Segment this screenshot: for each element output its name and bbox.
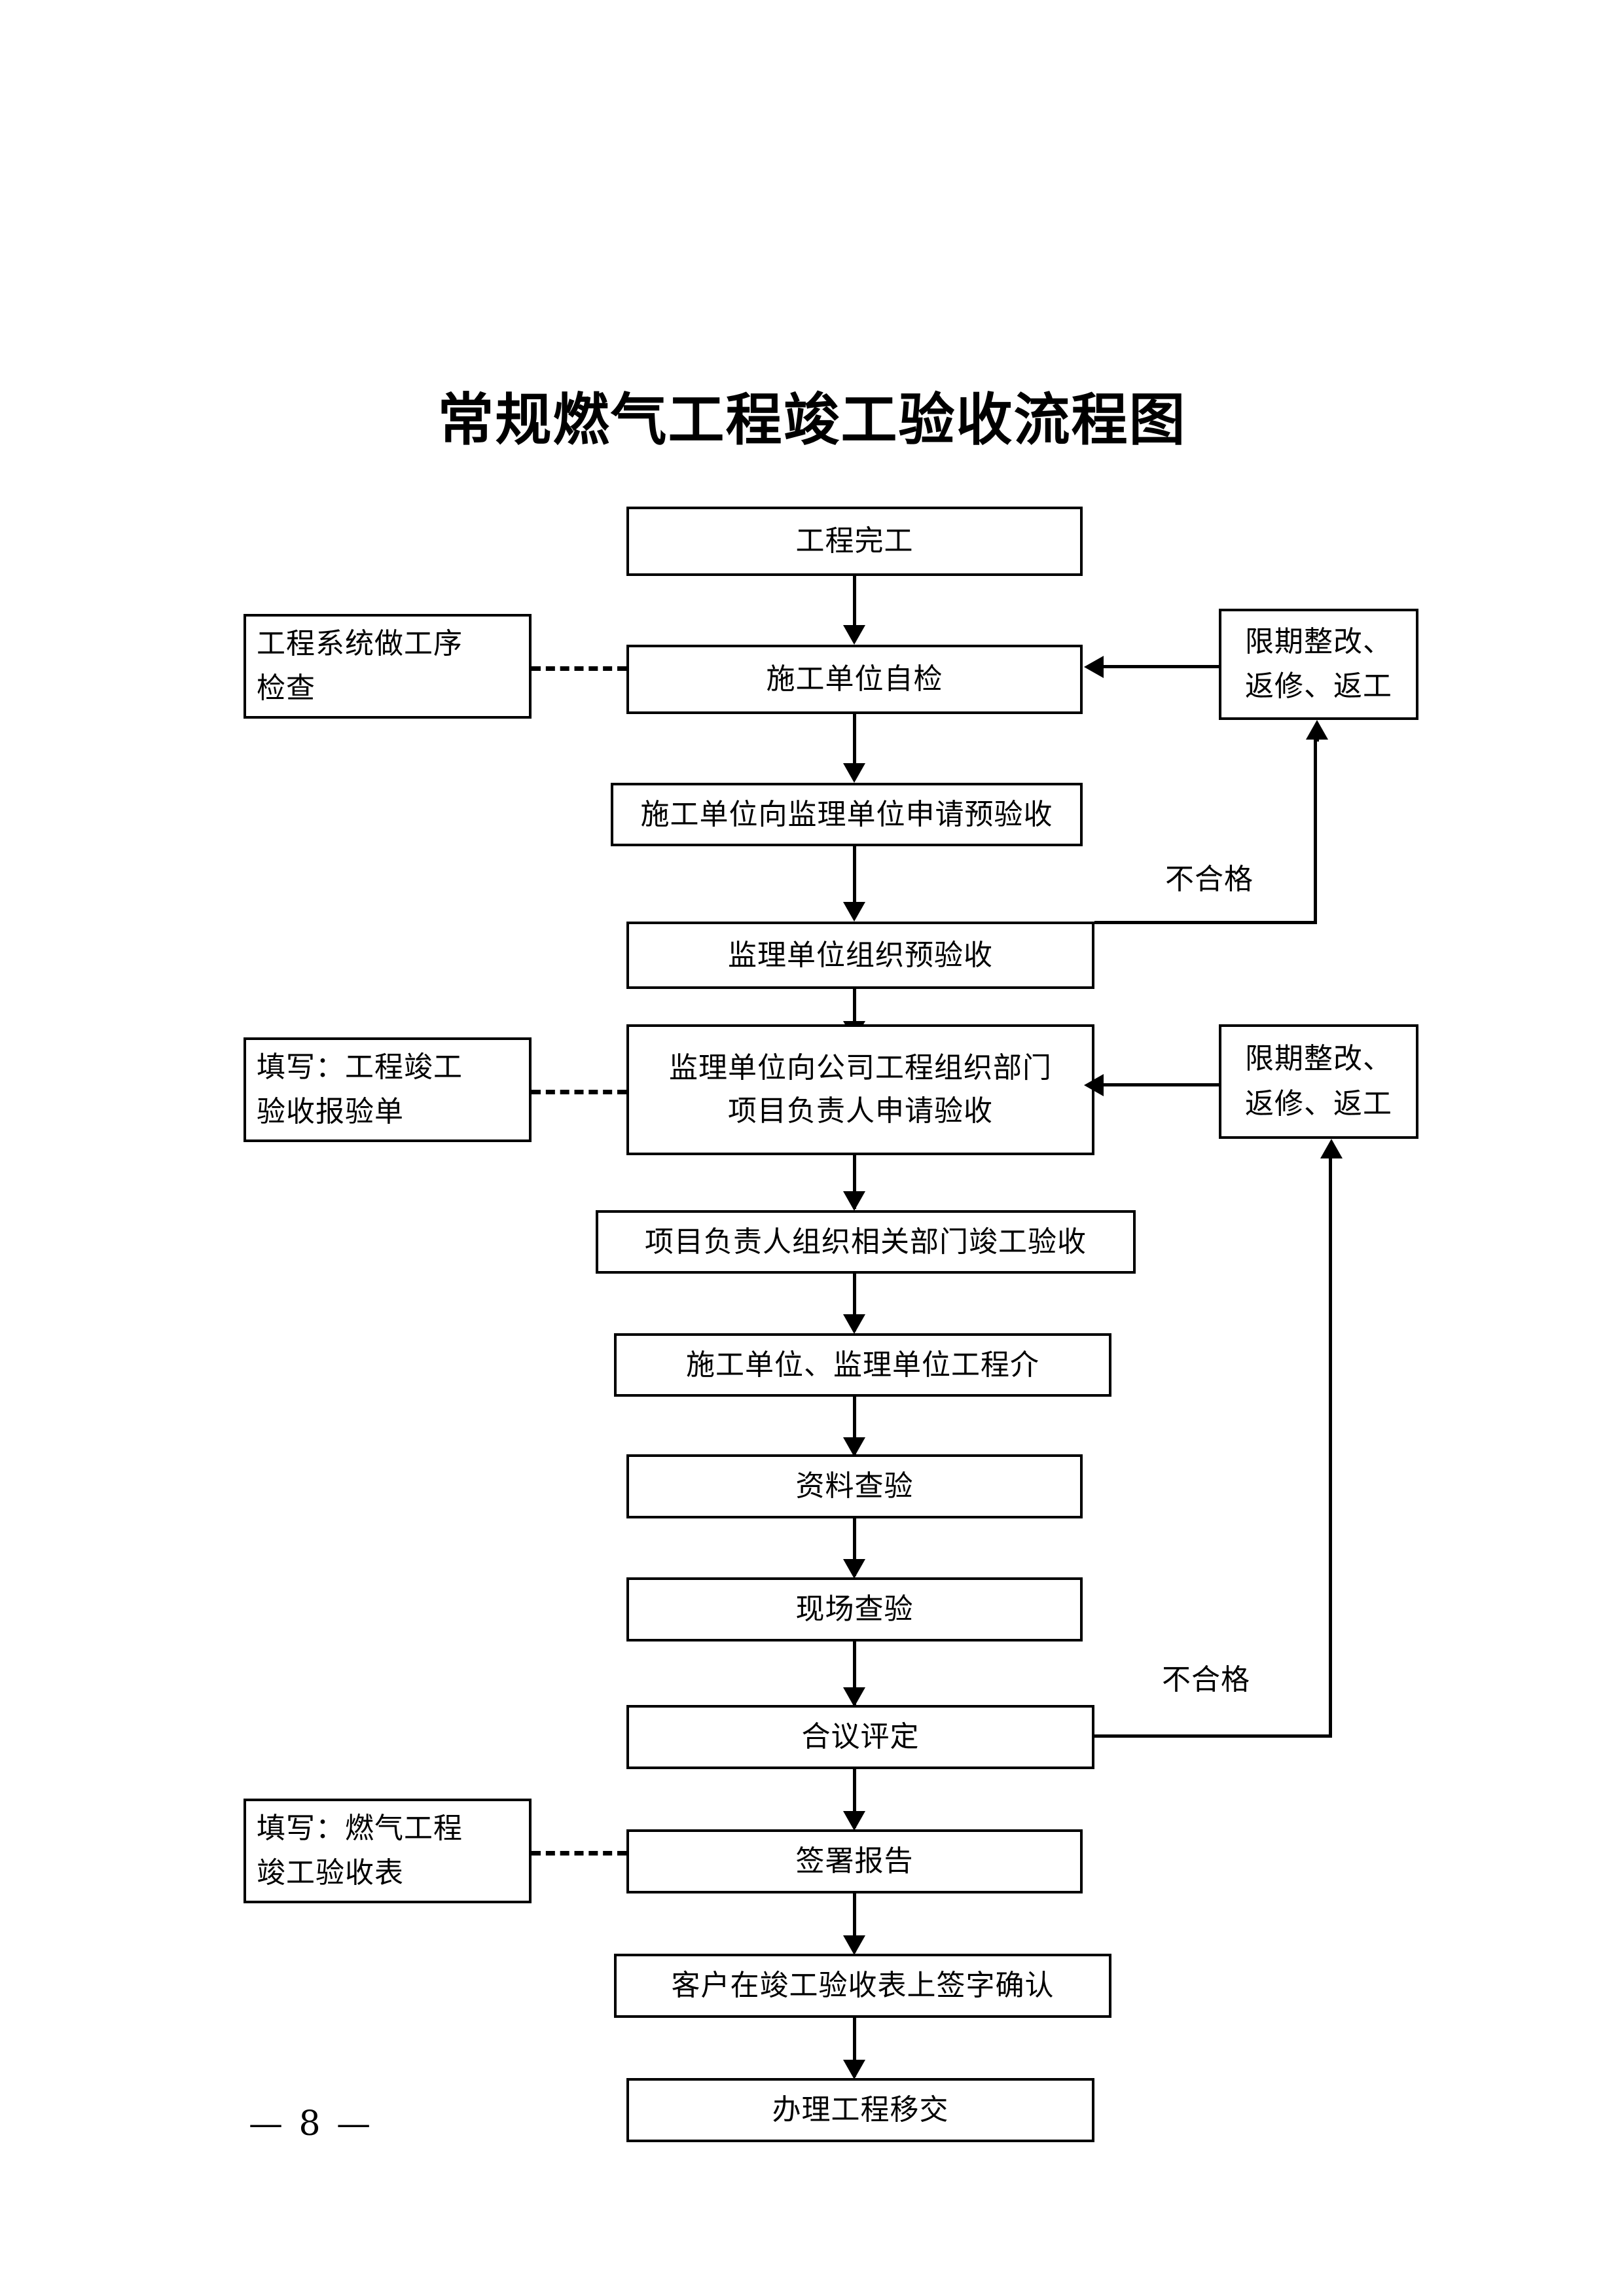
note-rework-lower[interactable]: 限期整改、 返修、返工 — [1219, 1024, 1418, 1139]
arrow-up-icon — [1320, 1139, 1343, 1158]
dashed-connector-ln2-n5 — [532, 1090, 626, 1094]
connector-n4-loop-horizontal — [1094, 921, 1317, 924]
edge-label-unqualified-upper: 不合格 — [1165, 863, 1254, 896]
connector-rn2-n5 — [1104, 1083, 1219, 1086]
connector-rn1-n2 — [1104, 665, 1219, 668]
connector-n2-n3 — [853, 714, 856, 768]
flow-node-label: 工程完工 — [795, 524, 914, 558]
arrow-down-icon — [843, 1314, 865, 1334]
arrow-down-icon — [843, 1191, 865, 1211]
connector-n3-n4 — [853, 846, 856, 906]
note-process-inspection[interactable]: 工程系统做工序 检查 — [244, 614, 532, 719]
connector-n4-loop-vertical — [1314, 740, 1317, 923]
connector-n9-n10 — [853, 1641, 856, 1705]
page-number: — 8 — — [249, 2104, 374, 2144]
flow-node-document-review[interactable]: 资料查验 — [626, 1454, 1083, 1518]
flow-node-supervisor-apply-acceptance[interactable]: 监理单位向公司工程组织部门 项目负责人申请验收 — [626, 1024, 1094, 1155]
arrow-down-icon — [843, 763, 865, 783]
flow-node-contractor-self-inspection[interactable]: 施工单位自检 — [626, 645, 1083, 714]
arrow-down-icon — [843, 1935, 865, 1955]
flow-node-manager-organizes-acceptance[interactable]: 项目负责人组织相关部门竣工验收 — [596, 1210, 1136, 1274]
connector-n5-n6 — [853, 1155, 856, 1209]
arrow-left-icon — [1084, 656, 1104, 678]
flow-node-customer-signature[interactable]: 客户在竣工验收表上签字确认 — [614, 1954, 1111, 2018]
arrow-down-icon — [843, 1437, 865, 1457]
note-acceptance-application-form[interactable]: 填写：工程竣工 验收报验单 — [244, 1037, 532, 1142]
note-label: 限期整改、 返修、返工 — [1245, 624, 1392, 703]
connector-n4-loop-top — [1314, 738, 1319, 742]
flow-node-project-completion[interactable]: 工程完工 — [626, 507, 1083, 576]
arrow-down-icon — [843, 1559, 865, 1579]
flow-node-apply-pre-acceptance[interactable]: 施工单位向监理单位申请预验收 — [611, 783, 1083, 846]
flow-node-project-handover[interactable]: 办理工程移交 — [626, 2078, 1094, 2142]
connector-n1-n2 — [853, 576, 856, 630]
flow-node-label: 项目负责人组织相关部门竣工验收 — [645, 1225, 1087, 1259]
connector-n8-n9 — [853, 1518, 856, 1576]
flow-node-label: 监理单位组织预验收 — [728, 938, 993, 972]
note-label: 填写：燃气工程 竣工验收表 — [257, 1811, 463, 1890]
connector-n12-n13 — [853, 2018, 856, 2077]
flow-node-label: 现场查验 — [795, 1592, 914, 1626]
edge-label-unqualified-lower: 不合格 — [1162, 1663, 1250, 1696]
arrow-down-icon — [843, 625, 865, 645]
connector-n7-n8 — [853, 1397, 856, 1454]
flow-node-project-introduction[interactable]: 施工单位、监理单位工程介 — [614, 1333, 1111, 1397]
flow-node-label: 资料查验 — [795, 1469, 914, 1503]
arrow-left-icon — [1084, 1074, 1104, 1096]
dashed-connector-ln3-n11 — [532, 1851, 626, 1856]
flow-node-site-inspection[interactable]: 现场查验 — [626, 1577, 1083, 1641]
flow-node-label: 施工单位、监理单位工程介 — [686, 1348, 1039, 1382]
note-rework-upper[interactable]: 限期整改、 返修、返工 — [1219, 609, 1418, 720]
flow-node-label: 施工单位向监理单位申请预验收 — [640, 797, 1053, 831]
page-title: 常规燃气工程竣工验收流程图 — [437, 387, 1187, 453]
connector-n10-loop-horizontal — [1094, 1734, 1332, 1738]
flow-node-label: 签署报告 — [795, 1844, 914, 1878]
note-label: 限期整改、 返修、返工 — [1245, 1042, 1392, 1121]
arrow-down-icon — [843, 2060, 865, 2079]
flow-node-label: 合议评定 — [801, 1720, 920, 1754]
flow-node-label: 客户在竣工验收表上签字确认 — [671, 1969, 1055, 2003]
flow-node-label: 监理单位向公司工程组织部门 项目负责人申请验收 — [669, 1051, 1052, 1128]
connector-n11-n12 — [853, 1893, 856, 1952]
connector-n10-n11 — [853, 1769, 856, 1828]
flow-node-label: 办理工程移交 — [772, 2093, 949, 2127]
dashed-connector-ln1-n2 — [532, 666, 626, 671]
note-gas-acceptance-form[interactable]: 填写：燃气工程 竣工验收表 — [244, 1799, 532, 1903]
flow-node-joint-evaluation[interactable]: 合议评定 — [626, 1705, 1094, 1769]
connector-n6-n7 — [853, 1274, 856, 1331]
arrow-down-icon — [843, 902, 865, 922]
flow-node-sign-report[interactable]: 签署报告 — [626, 1829, 1083, 1893]
flow-node-label: 施工单位自检 — [766, 662, 943, 696]
arrow-down-icon — [843, 1687, 865, 1707]
flow-node-supervisor-pre-acceptance[interactable]: 监理单位组织预验收 — [626, 922, 1094, 989]
note-label: 工程系统做工序 检查 — [257, 626, 463, 705]
connector-n10-loop-vertical — [1329, 1158, 1332, 1736]
arrow-up-icon — [1306, 720, 1328, 740]
note-label: 填写：工程竣工 验收报验单 — [257, 1050, 463, 1128]
arrow-down-icon — [843, 1811, 865, 1831]
